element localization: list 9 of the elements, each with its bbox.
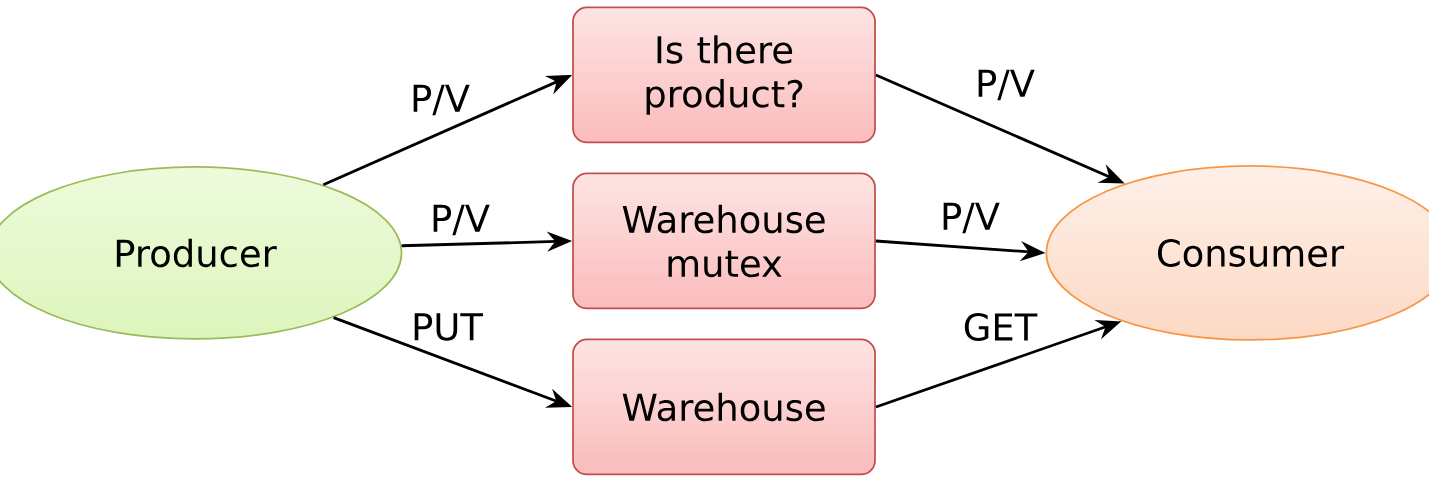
- edge-label: P/V: [428, 203, 492, 237]
- process-box: Warehouse mutex: [572, 172, 876, 310]
- process-box: Is there product?: [572, 6, 876, 144]
- process-box: Warehouse: [572, 338, 876, 476]
- edge-label: P/V: [973, 68, 1037, 102]
- edge-label: PUT: [409, 311, 485, 343]
- edge-label: P/V: [408, 83, 472, 117]
- edge-label: GET: [961, 311, 1039, 343]
- edge-label: P/V: [938, 201, 1002, 235]
